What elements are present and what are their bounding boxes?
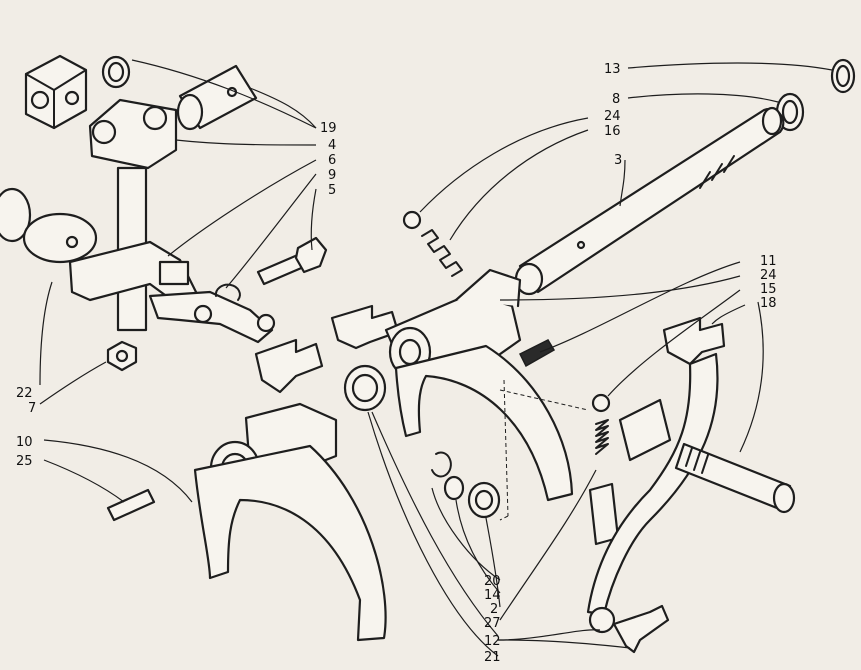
part-circlip-9: [214, 283, 241, 301]
callout-15: 15: [760, 282, 777, 297]
callout-3: 3: [614, 153, 622, 168]
callout-11: 11: [760, 254, 777, 269]
part-lever-18: [586, 316, 726, 654]
assembly-line-center: [499, 379, 509, 521]
callout-24-right: 24: [760, 268, 777, 283]
part-bolt-5: [256, 236, 328, 286]
callout-24-top: 24: [604, 109, 621, 124]
part-washer-top: [101, 55, 131, 89]
part-fork-10: [193, 338, 387, 642]
leader-lines: [39, 59, 833, 657]
part-washer-21: [343, 364, 387, 412]
part-washer-2: [467, 481, 501, 519]
part-sleeve-left: [0, 187, 98, 264]
callout-18: 18: [760, 296, 777, 311]
part-selector-arm-6: [68, 240, 276, 344]
callout-4: 4: [328, 138, 336, 153]
callout-labels: 13 8 24 16 3 19 4 6 9 5 11 24 15 18 22 7…: [16, 62, 777, 665]
callout-9: 9: [328, 168, 336, 183]
assembly-line-ball: [499, 389, 589, 411]
callout-13: 13: [604, 62, 621, 77]
part-ball-spring-15: [588, 393, 620, 546]
callout-22: 22: [16, 386, 33, 401]
callout-5: 5: [328, 183, 336, 198]
callout-12: 12: [484, 634, 501, 649]
part-nut-7: [106, 340, 138, 372]
part-pin-25: [106, 488, 156, 522]
callout-14: 14: [484, 588, 501, 603]
callout-27: 27: [484, 616, 501, 631]
part-pin-19: [176, 64, 258, 131]
part-fork-11: [330, 268, 574, 502]
part-shaft-3: [514, 106, 785, 296]
callout-2: 2: [490, 602, 498, 617]
part-circlip-20: [431, 451, 452, 478]
callout-25: 25: [16, 454, 33, 469]
callout-10: 10: [16, 435, 33, 450]
part-lever-4: [88, 98, 178, 332]
callout-19: 19: [320, 121, 337, 136]
part-block-top-left: [24, 54, 88, 130]
part-washer-14: [443, 475, 465, 501]
callout-7: 7: [28, 401, 36, 416]
callout-16: 16: [604, 124, 621, 139]
part-washer-13: [830, 58, 856, 94]
part-ball-spring-16: [402, 210, 463, 277]
callout-8: 8: [612, 92, 620, 107]
callout-21: 21: [484, 650, 501, 665]
callout-6: 6: [328, 153, 336, 168]
part-shaft-18: [674, 442, 796, 514]
callout-20: 20: [484, 574, 501, 589]
